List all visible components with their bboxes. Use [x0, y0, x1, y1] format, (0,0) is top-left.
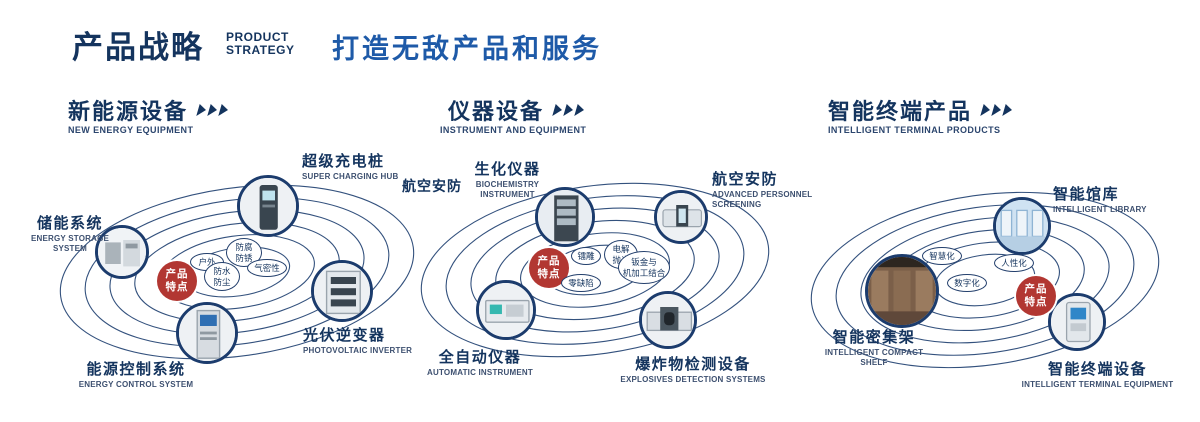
- label-super-charging-hub-en: SUPER CHARGING HUB: [302, 172, 399, 181]
- node-intelligent-library: [993, 197, 1051, 255]
- section-head-terminal: 智能终端产品: [828, 94, 1014, 126]
- label-personnel-screening: 航空安防 ADVANCED PERSONNEL SCREENING: [712, 168, 827, 210]
- label-terminal-equipment-zh: 智能终端设备: [1047, 361, 1147, 378]
- page-title-en: PRODUCT STRATEGY: [226, 31, 294, 56]
- label-biochemistry-zh: 生化仪器: [474, 161, 541, 178]
- explosives-detection-image: [642, 294, 694, 346]
- label-personnel-screening-zh: 航空安防: [712, 171, 779, 188]
- automatic-instrument-image: [479, 283, 533, 337]
- label-super-charging-hub: 超级充电桩 SUPER CHARGING HUB: [302, 150, 432, 182]
- label-terminal-equipment: 智能终端设备 INTELLIGENT TERMINAL EQUIPMENT: [1015, 358, 1180, 390]
- label-intelligent-library-en: INTELLIGENT LIBRARY: [1053, 205, 1147, 214]
- badge-line2: 特点: [1024, 296, 1048, 308]
- section-head-new-energy: 新能源设备: [68, 94, 230, 126]
- section-title-instrument: 仪器设备: [448, 99, 545, 124]
- badge-line1: 产品: [1024, 283, 1048, 296]
- product-features-badge-energy: 产品 特点: [157, 261, 197, 301]
- charging-hub-image: [240, 178, 296, 234]
- personnel-screening-image: [657, 193, 705, 241]
- label-explosives-detection-en: EXPLOSIVES DETECTION SYSTEMS: [620, 375, 766, 384]
- badge-line1: 产品: [537, 255, 561, 268]
- pv-inverter-image: [314, 263, 370, 319]
- triple-arrow-icon: [980, 104, 1014, 116]
- terminal-equipment-image: [1051, 296, 1103, 348]
- badge-line1: 产品: [165, 268, 189, 281]
- label-compact-shelf-zh: 智能密集架: [832, 329, 916, 346]
- section-subtitle-new-energy: NEW ENERGY EQUIPMENT: [68, 125, 194, 135]
- feature-bubble-laser-engraving: 镭雕: [571, 247, 601, 265]
- label-automatic-instrument-zh: 全自动仪器: [438, 349, 522, 366]
- section-subtitle-terminal: INTELLIGENT TERMINAL PRODUCTS: [828, 125, 1001, 135]
- compact-shelf-image: [868, 257, 936, 325]
- section-subtitle-instrument: INSTRUMENT AND EQUIPMENT: [440, 125, 587, 135]
- label-pv-inverter-zh: 光伏逆变器: [303, 327, 386, 344]
- label-pv-inverter-en: PHOTOVOLTAIC INVERTER: [303, 346, 413, 355]
- page-title: 产品战略: [72, 30, 204, 65]
- triple-arrow-icon: [552, 104, 586, 116]
- feature-bubble-waterproof: 防水 防尘: [204, 262, 240, 291]
- triple-arrow-icon: [196, 104, 230, 116]
- intelligent-library-image: [996, 200, 1048, 252]
- node-energy-control: [176, 302, 238, 364]
- label-personnel-screening-en: ADVANCED PERSONNEL SCREENING: [712, 190, 813, 209]
- label-pv-inverter: 光伏逆变器 PHOTOVOLTAIC INVERTER: [303, 324, 433, 356]
- label-terminal-equipment-en: INTELLIGENT TERMINAL EQUIPMENT: [1021, 380, 1174, 389]
- node-terminal-equipment: [1048, 293, 1106, 351]
- section-title-terminal: 智能终端产品: [828, 99, 973, 124]
- label-explosives-detection-zh: 爆炸物检测设备: [635, 356, 751, 373]
- node-explosives-detection: [639, 291, 697, 349]
- label-intelligent-library-zh: 智能馆库: [1053, 186, 1120, 203]
- label-automatic-instrument: 全自动仪器 AUTOMATIC INSTRUMENT: [420, 346, 540, 378]
- badge-line2: 特点: [537, 268, 561, 280]
- product-features-badge-terminal: 产品 特点: [1016, 276, 1056, 316]
- label-energy-control-en: ENERGY CONTROL SYSTEM: [78, 380, 194, 389]
- node-super-charging-hub: [237, 175, 299, 237]
- label-energy-storage: 储能系统 ENERGY STORAGE SYSTEM: [22, 212, 118, 254]
- label-energy-control: 能源控制系统 ENERGY CONTROL SYSTEM: [66, 358, 206, 390]
- section-head-instrument: 仪器设备: [448, 94, 586, 126]
- feature-bubble-airtight: 气密性: [247, 259, 287, 277]
- feature-bubble-sheetmetal-machining: 钣金与 机加工结合: [618, 251, 670, 284]
- feature-bubble-intelligent: 智慧化: [922, 247, 962, 265]
- label-biochemistry-en: BIOCHEMISTRY INSTRUMENT: [475, 180, 540, 199]
- label-aviation-security: 航空安防: [402, 178, 462, 194]
- section-title-new-energy: 新能源设备: [68, 99, 189, 124]
- label-super-charging-hub-zh: 超级充电桩: [302, 153, 385, 170]
- node-compact-shelf: [865, 254, 939, 328]
- page-title-en-line2: STRATEGY: [226, 42, 295, 57]
- node-personnel-screening: [654, 190, 708, 244]
- label-compact-shelf: 智能密集架 INTELLIGENT COMPACT SHELF: [818, 326, 930, 368]
- label-automatic-instrument-en: AUTOMATIC INSTRUMENT: [427, 368, 533, 377]
- label-intelligent-library: 智能馆库 INTELLIGENT LIBRARY: [1053, 183, 1178, 215]
- energy-control-image: [179, 305, 235, 361]
- badge-line2: 特点: [165, 281, 189, 293]
- node-automatic-instrument: [476, 280, 536, 340]
- label-compact-shelf-en: INTELLIGENT COMPACT SHELF: [824, 348, 924, 367]
- node-pv-inverter: [311, 260, 373, 322]
- label-energy-storage-zh: 储能系统: [36, 215, 103, 232]
- feature-bubble-zero-defect: 零缺陷: [561, 274, 601, 292]
- label-energy-storage-en: ENERGY STORAGE SYSTEM: [30, 234, 110, 253]
- label-biochemistry: 生化仪器 BIOCHEMISTRY INSTRUMENT: [450, 158, 565, 200]
- feature-bubble-humanized: 人性化: [994, 254, 1034, 272]
- label-explosives-detection: 爆炸物检测设备 EXPLOSIVES DETECTION SYSTEMS: [608, 353, 778, 385]
- feature-bubble-digitized: 数字化: [947, 274, 987, 292]
- tagline: 打造无敌产品和服务: [332, 34, 602, 64]
- page-title-en-line1: PRODUCT: [226, 30, 289, 44]
- label-energy-control-zh: 能源控制系统: [86, 361, 186, 378]
